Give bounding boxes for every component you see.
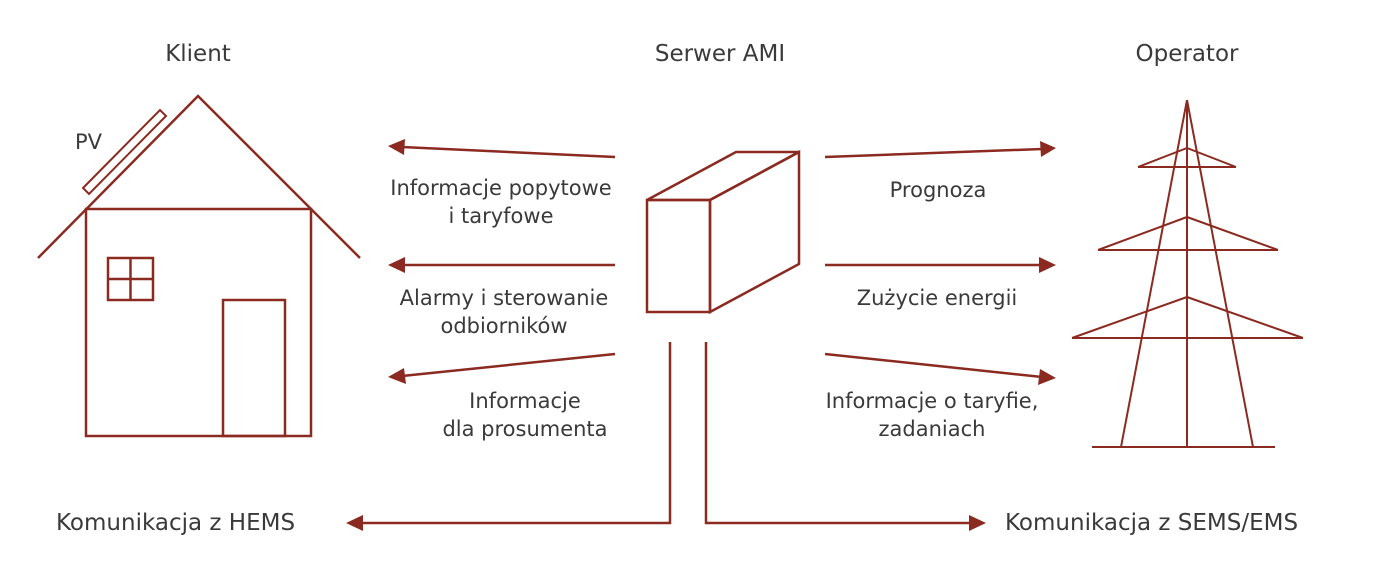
arrow-hems [346, 342, 672, 531]
label-alarms-line2: odbiorników [440, 314, 568, 338]
house-icon [37, 94, 361, 438]
arrow-sems [704, 342, 986, 531]
label-prosumer-line1: Informacje [469, 389, 581, 413]
label-tariff-line2: zadaniach [878, 417, 986, 441]
arrow-tariff-tasks [824, 352, 1056, 385]
label-consumption: Zużycie energii [856, 286, 1018, 310]
arrow-prosumer [388, 352, 616, 384]
label-prosumer-line2: dla prosumenta [442, 417, 608, 441]
heading-server: Serwer AMI [654, 41, 786, 67]
label-hems: Komunikacja z HEMS [56, 510, 296, 536]
label-demand-line2: i taryfowe [448, 204, 554, 228]
arrow-consumption [825, 257, 1056, 273]
label-tariff-tasks: Informacje o taryfie, zadaniach [782, 387, 1082, 443]
pylon-icon [1071, 99, 1304, 448]
arrow-forecast [824, 141, 1056, 159]
arrow-alarms [388, 257, 615, 273]
pv-label: PV [75, 130, 103, 154]
label-sems: Komunikacja z SEMS/EMS [1005, 510, 1299, 536]
label-demand-line1: Informacje popytowe [390, 176, 612, 200]
heading-operator: Operator [1135, 41, 1239, 67]
label-tariff-line1: Informacje o taryfie, [825, 389, 1039, 413]
heading-client: Klient [165, 41, 231, 67]
arrow-demand-tariff [388, 139, 616, 159]
label-alarms: Alarmy i sterowanie odbiorników [380, 284, 628, 340]
label-demand-tariff: Informacje popytowe i taryfowe [370, 174, 632, 230]
server-box-icon [645, 149, 801, 315]
pv-panel-icon [81, 108, 168, 196]
label-forecast: Prognoza [889, 178, 987, 202]
label-alarms-line1: Alarmy i sterowanie [399, 286, 609, 310]
label-prosumer: Informacje dla prosumenta [410, 387, 640, 443]
